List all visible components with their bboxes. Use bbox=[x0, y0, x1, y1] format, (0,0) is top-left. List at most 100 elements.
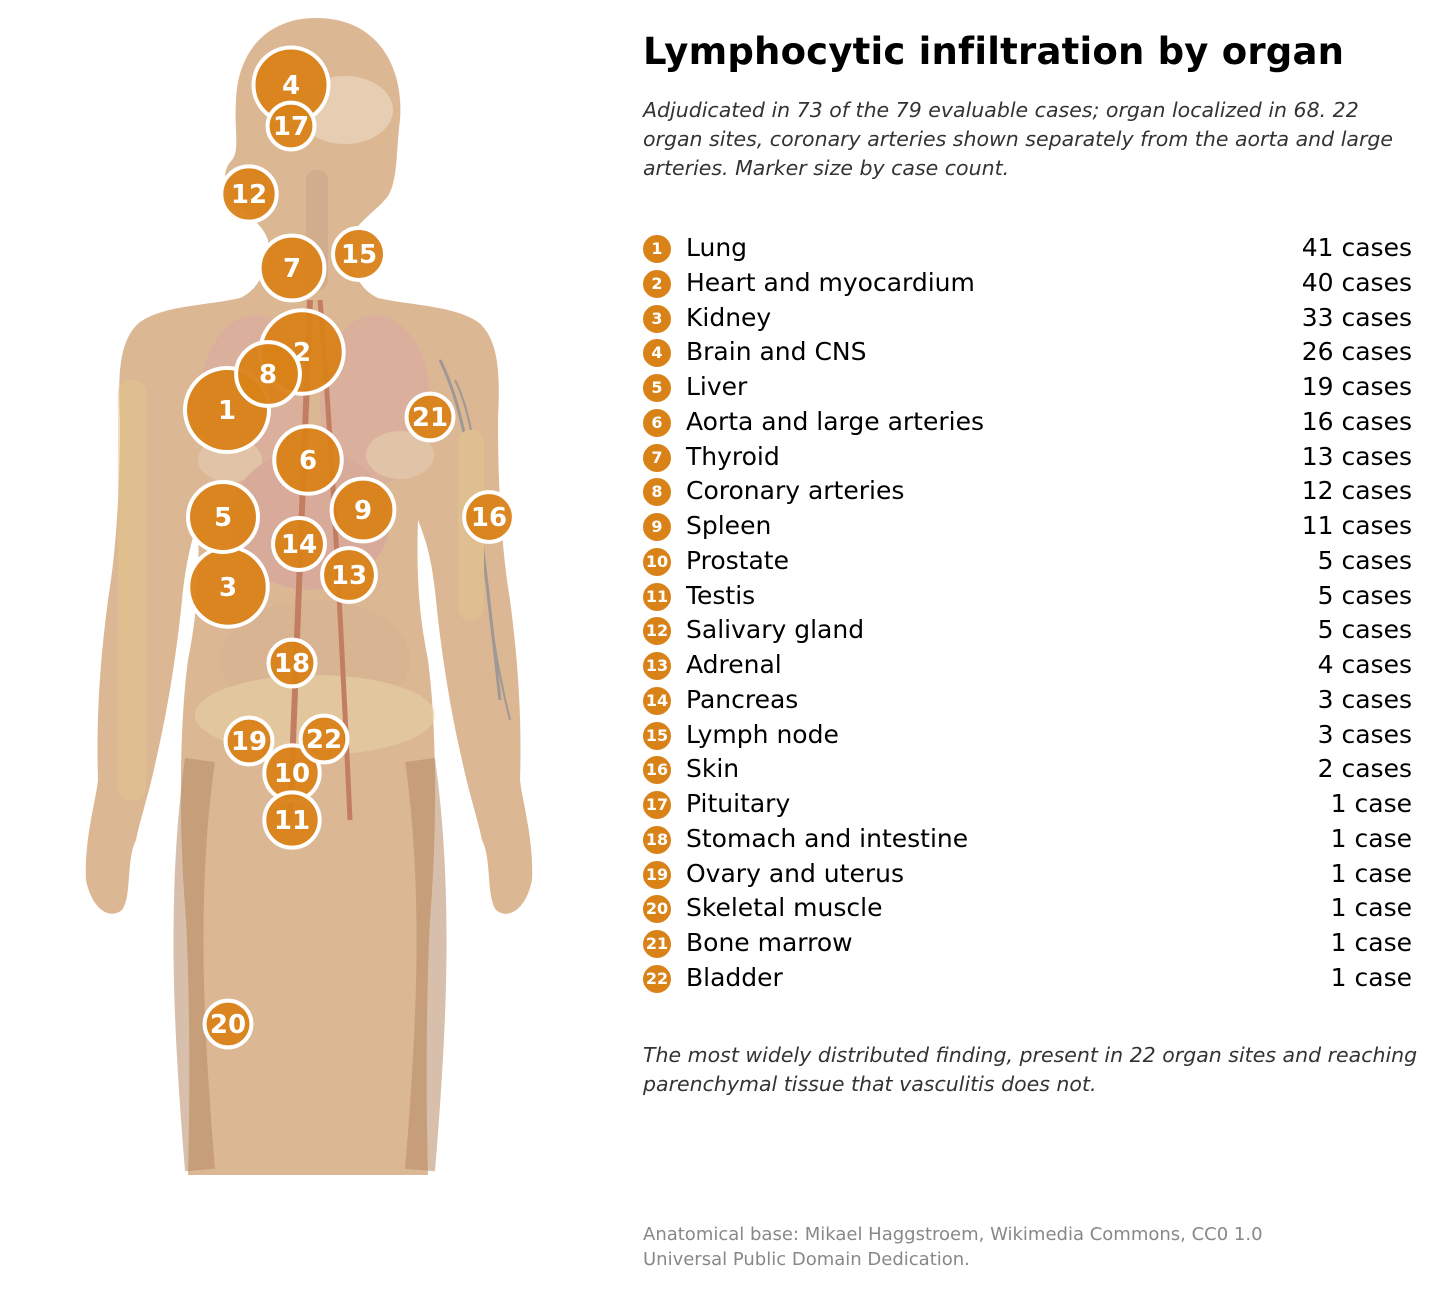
organ-marker-circle bbox=[329, 476, 397, 544]
legend-number-badge: 20 bbox=[641, 893, 673, 926]
organ-marker-8: 8 bbox=[234, 340, 302, 408]
organ-marker-14: 14 bbox=[271, 516, 327, 572]
legend-case-count: 3 cases bbox=[1317, 719, 1412, 749]
organ-marker-15: 15 bbox=[331, 226, 387, 282]
legend-number-badge: 7 bbox=[641, 441, 673, 474]
organ-marker-label: 9 bbox=[354, 496, 372, 526]
legend-case-count: 19 cases bbox=[1301, 372, 1412, 401]
organ-marker-circle bbox=[271, 516, 327, 572]
organ-marker-label: 3 bbox=[219, 573, 237, 603]
organ-marker-circle bbox=[223, 715, 275, 767]
legend-number-badge: 22 bbox=[641, 962, 673, 995]
organ-marker-circle bbox=[272, 424, 344, 496]
organ-marker-label: 6 bbox=[299, 446, 317, 476]
legend-organ-name: Aorta and large arteries bbox=[686, 406, 984, 436]
legend-case-count: 5 cases bbox=[1317, 580, 1412, 610]
organ-marker-circle bbox=[320, 546, 378, 604]
organ-marker-17: 17 bbox=[265, 100, 317, 152]
legend-number-badge: 12 bbox=[641, 615, 673, 648]
legend-organ-name: Kidney bbox=[686, 302, 772, 332]
legend-row: 11 Testis 5 cases bbox=[640, 579, 1412, 614]
organ-marker-circle bbox=[265, 100, 317, 152]
legend-case-count: 16 cases bbox=[1301, 406, 1412, 436]
legend-organ-name: Lymph node bbox=[686, 719, 839, 749]
legend-number-badge: 17 bbox=[641, 789, 673, 821]
organ-marker-13: 13 bbox=[320, 546, 378, 604]
organ-marker-22: 22 bbox=[298, 713, 350, 765]
legend-case-count: 1 case bbox=[1330, 823, 1412, 853]
organ-marker-9: 9 bbox=[329, 476, 397, 544]
legend-organ-name: Skeletal muscle bbox=[686, 893, 883, 923]
organ-marker-label: 21 bbox=[412, 403, 448, 433]
legend-number-badge: 19 bbox=[641, 858, 673, 891]
legend-case-count: 1 case bbox=[1330, 789, 1412, 818]
legend-organ-name: Lung bbox=[686, 233, 748, 262]
legend-number-badge: 10 bbox=[641, 545, 673, 578]
legend-number-badge: 4 bbox=[641, 337, 673, 370]
organ-marker-label: 10 bbox=[274, 759, 310, 789]
legend-organ-name: Pituitary bbox=[686, 789, 791, 818]
legend-number-badge: 16 bbox=[641, 754, 673, 787]
legend-case-count: 3 cases bbox=[1317, 684, 1412, 714]
legend-organ-name: Stomach and intestine bbox=[686, 823, 969, 853]
legend-organ-name: Prostate bbox=[686, 545, 789, 575]
legend-case-count: 1 case bbox=[1330, 928, 1412, 957]
legend-case-count: 40 cases bbox=[1301, 267, 1412, 297]
organ-marker-circle bbox=[331, 226, 387, 282]
organ-marker-3: 3 bbox=[186, 545, 270, 629]
legend-case-count: 12 cases bbox=[1301, 476, 1412, 506]
organ-marker-label: 20 bbox=[210, 1010, 246, 1040]
organ-marker-label: 22 bbox=[306, 725, 342, 755]
organ-marker-18: 18 bbox=[266, 637, 318, 689]
image-credit: Anatomical base: Mikael Haggstroem, Wiki… bbox=[643, 1224, 1263, 1270]
legend-number-badge: 21 bbox=[641, 928, 673, 960]
legend-organ-name: Testis bbox=[686, 580, 756, 610]
legend-number-badge: 14 bbox=[641, 684, 673, 717]
organ-marker-21: 21 bbox=[404, 391, 456, 443]
legend-number-badge: 11 bbox=[641, 580, 673, 613]
organ-marker-circle bbox=[266, 637, 318, 689]
organ-marker-label: 14 bbox=[281, 530, 317, 560]
legend-organ-name: Skin bbox=[686, 754, 740, 784]
organ-marker-19: 19 bbox=[223, 715, 275, 767]
organ-marker-7: 7 bbox=[257, 233, 327, 303]
legend-number-badge: 2 bbox=[641, 267, 673, 300]
legend-organ-name: Bladder bbox=[686, 962, 783, 992]
legend-number-badge: 6 bbox=[641, 406, 673, 439]
legend-case-count: 1 case bbox=[1330, 858, 1412, 888]
legend-organ-name: Coronary arteries bbox=[686, 476, 905, 506]
legend-organ-name: Spleen bbox=[686, 511, 772, 540]
footnote: The most widely distributed finding, pre… bbox=[643, 1043, 1418, 1096]
organ-marker-label: 17 bbox=[273, 112, 309, 142]
legend-row: 17 Pituitary 1 case bbox=[640, 787, 1412, 822]
organ-marker-5: 5 bbox=[186, 480, 260, 554]
organ-marker-label: 18 bbox=[274, 649, 310, 679]
organ-marker-circle bbox=[404, 391, 456, 443]
organ-marker-label: 1 bbox=[218, 396, 236, 426]
legend-case-count: 1 case bbox=[1330, 962, 1412, 992]
legend-number-badge: 9 bbox=[641, 511, 673, 543]
organ-marker-circle bbox=[234, 340, 302, 408]
organ-marker-label: 12 bbox=[231, 180, 267, 210]
organ-marker-label: 5 bbox=[214, 503, 232, 533]
organ-marker-label: 15 bbox=[341, 240, 377, 270]
legend-organ-name: Thyroid bbox=[686, 441, 780, 471]
organ-marker-16: 16 bbox=[462, 490, 516, 544]
organ-marker-label: 8 bbox=[259, 360, 277, 390]
